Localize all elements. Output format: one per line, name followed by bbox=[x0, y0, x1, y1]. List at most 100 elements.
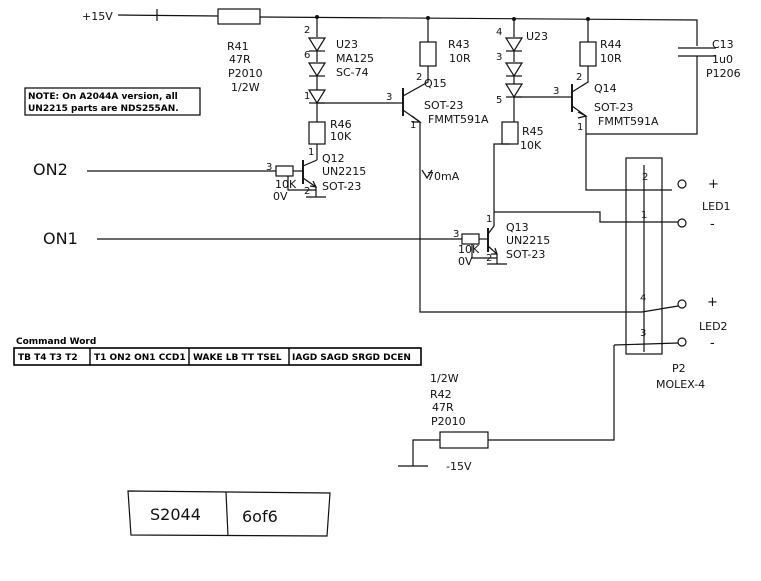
svg-text:MOLEX-4: MOLEX-4 bbox=[656, 378, 705, 391]
q15-transistor: 2 3 1 Q15 SOT-23 FMMT591A bbox=[386, 72, 489, 160]
q12-transistor: 3 1 2 10K 0V Q12 UN2215 SOT-23 ON2 bbox=[33, 147, 366, 203]
drawing-number: S2044 bbox=[150, 505, 201, 524]
svg-text:R41: R41 bbox=[227, 40, 249, 53]
led2-label: LED2 bbox=[699, 320, 728, 333]
svg-text:1: 1 bbox=[308, 147, 314, 158]
svg-text:R42: R42 bbox=[430, 388, 452, 401]
svg-text:5: 5 bbox=[496, 95, 502, 106]
svg-text:IAGD SAGD SRGD DCEN: IAGD SAGD SRGD DCEN bbox=[292, 353, 411, 363]
svg-text:1/2W: 1/2W bbox=[231, 81, 260, 94]
svg-text:3: 3 bbox=[453, 229, 459, 240]
p2-connector: 2 1 4 3 + - + - LED1 LED2 P2 MOLEX-4 bbox=[494, 157, 731, 391]
svg-text:3: 3 bbox=[496, 52, 502, 63]
svg-text:10K: 10K bbox=[520, 139, 542, 152]
svg-text:Q14: Q14 bbox=[594, 82, 617, 95]
svg-text:3: 3 bbox=[553, 86, 559, 97]
svg-text:0V: 0V bbox=[273, 190, 288, 203]
svg-text:Q12: Q12 bbox=[322, 152, 345, 165]
q14-transistor: 2 3 1 Q14 SOT-23 FMMT591A bbox=[553, 72, 672, 191]
current-label: 70mA bbox=[427, 170, 460, 183]
svg-text:0V: 0V bbox=[458, 255, 473, 268]
svg-text:SOT-23: SOT-23 bbox=[506, 248, 545, 261]
title-block: S2044 6of6 bbox=[127, 490, 331, 537]
svg-text:10K: 10K bbox=[330, 130, 352, 143]
c13-label: C13 1u0 P1206 bbox=[706, 38, 741, 80]
svg-text:1: 1 bbox=[410, 120, 416, 131]
svg-text:2: 2 bbox=[304, 25, 310, 36]
svg-text:2: 2 bbox=[576, 72, 582, 83]
command-word-table: Command Word TB T4 T3 T2 T1 ON2 ON1 CCD1… bbox=[13, 337, 422, 366]
svg-text:47R: 47R bbox=[229, 53, 251, 66]
on2-label: ON2 bbox=[33, 160, 68, 179]
svg-text:3: 3 bbox=[640, 328, 646, 339]
svg-text:UN2215: UN2215 bbox=[322, 165, 366, 178]
note-box: NOTE: On A2044A version, all UN2215 part… bbox=[24, 87, 201, 116]
svg-text:U23: U23 bbox=[336, 38, 358, 51]
q15-output-trace: 70mA bbox=[419, 160, 642, 313]
svg-text:Q13: Q13 bbox=[506, 221, 529, 234]
svg-text:+: + bbox=[708, 177, 719, 192]
svg-text:TB T4 T3 T2: TB T4 T3 T2 bbox=[18, 353, 78, 363]
svg-text:NOTE: On A2044A version, all: NOTE: On A2044A version, all bbox=[28, 92, 178, 102]
svg-text:FMMT591A: FMMT591A bbox=[428, 113, 489, 126]
svg-text:2: 2 bbox=[642, 172, 648, 183]
svg-text:1u0: 1u0 bbox=[712, 53, 733, 66]
svg-text:2: 2 bbox=[486, 253, 492, 264]
svg-text:10K: 10K bbox=[458, 243, 480, 256]
svg-text:10K: 10K bbox=[275, 178, 297, 191]
on1-label: ON1 bbox=[43, 229, 78, 248]
svg-text:1: 1 bbox=[304, 91, 310, 102]
svg-text:6: 6 bbox=[304, 50, 310, 61]
r44-resistor: R44 10R bbox=[579, 19, 622, 80]
svg-text:R45: R45 bbox=[522, 125, 544, 138]
svg-text:-: - bbox=[710, 336, 715, 351]
svg-text:SC-74: SC-74 bbox=[336, 66, 369, 79]
svg-text:MA125: MA125 bbox=[336, 52, 374, 65]
sheet-number: 6of6 bbox=[242, 507, 278, 526]
svg-text:FMMT591A: FMMT591A bbox=[598, 115, 659, 128]
svg-text:T1 ON2 ON1 CCD1: T1 ON2 ON1 CCD1 bbox=[94, 353, 186, 363]
svg-text:47R: 47R bbox=[432, 401, 454, 414]
diode-string-a: 2 6 1 U23 MA125 SC-74 bbox=[304, 17, 397, 122]
svg-text:Command Word: Command Word bbox=[16, 337, 96, 347]
svg-text:R43: R43 bbox=[448, 38, 470, 51]
led1-label: LED1 bbox=[702, 200, 731, 213]
svg-text:C13: C13 bbox=[712, 38, 734, 51]
q13-transistor: 3 1 2 10K 0V Q13 UN2215 SOT-23 ON1 bbox=[43, 212, 550, 268]
svg-text:P1206: P1206 bbox=[706, 67, 741, 80]
minus-15v-label: -15V bbox=[446, 460, 472, 473]
svg-text:2: 2 bbox=[304, 186, 310, 197]
svg-text:10R: 10R bbox=[600, 52, 622, 65]
svg-text:3: 3 bbox=[266, 162, 272, 173]
r45-resistor: R45 10K bbox=[493, 121, 544, 212]
svg-text:P2: P2 bbox=[672, 362, 686, 375]
r46-resistor: R46 10K bbox=[308, 118, 352, 160]
svg-text:3: 3 bbox=[386, 92, 392, 103]
plus-15v-label: +15V bbox=[82, 10, 113, 23]
svg-text:SOT-23: SOT-23 bbox=[322, 180, 361, 193]
svg-text:10R: 10R bbox=[449, 52, 471, 65]
minus15v-circuit: -15V 1/2W R42 47R P2010 bbox=[398, 345, 615, 473]
svg-text:-: - bbox=[710, 217, 715, 232]
diode-string-b: 4 3 5 U23 bbox=[496, 19, 560, 122]
r43-resistor: R43 10R bbox=[419, 18, 471, 80]
svg-text:Q15: Q15 bbox=[424, 77, 447, 90]
svg-text:1: 1 bbox=[641, 210, 647, 221]
svg-text:1: 1 bbox=[486, 214, 492, 225]
svg-text:WAKE LB TT TSEL: WAKE LB TT TSEL bbox=[193, 353, 282, 363]
svg-text:UN2215 parts are NDS255AN.: UN2215 parts are NDS255AN. bbox=[28, 104, 179, 114]
svg-text:4: 4 bbox=[496, 27, 502, 38]
svg-text:P2010: P2010 bbox=[431, 415, 466, 428]
svg-text:R46: R46 bbox=[330, 118, 352, 131]
svg-text:4: 4 bbox=[640, 293, 646, 304]
svg-text:UN2215: UN2215 bbox=[506, 234, 550, 247]
svg-text:P2010: P2010 bbox=[228, 67, 263, 80]
svg-text:U23: U23 bbox=[526, 30, 548, 43]
svg-text:1: 1 bbox=[577, 122, 583, 133]
svg-text:+: + bbox=[707, 295, 718, 310]
svg-text:R44: R44 bbox=[600, 38, 622, 51]
svg-text:SOT-23: SOT-23 bbox=[594, 101, 633, 114]
svg-text:2: 2 bbox=[416, 72, 422, 83]
r41-label: R41 47R P2010 1/2W bbox=[227, 40, 263, 94]
